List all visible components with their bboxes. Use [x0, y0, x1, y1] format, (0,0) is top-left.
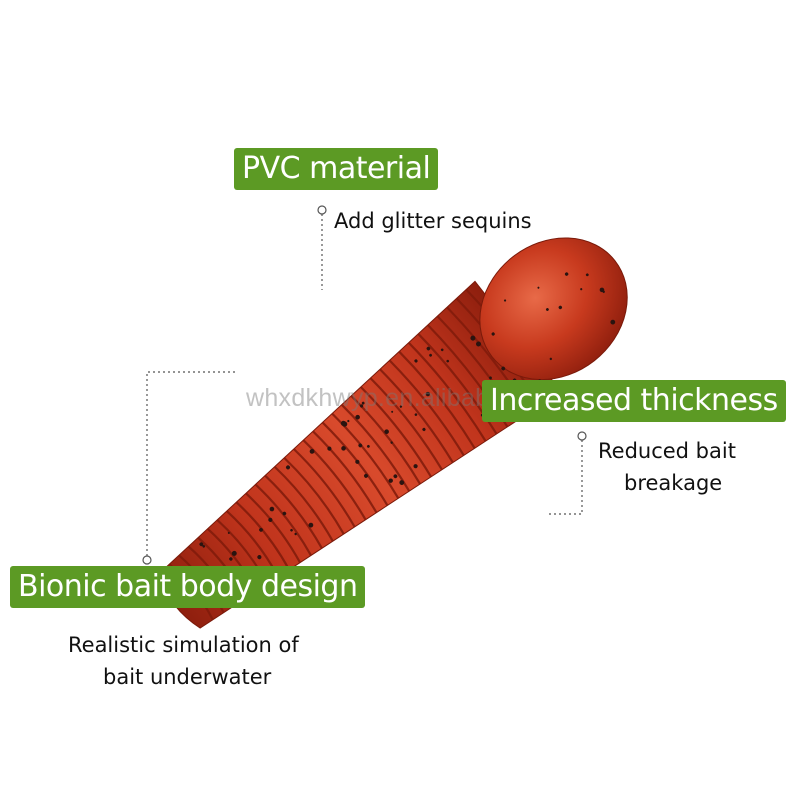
bionic-anchor-dot	[142, 555, 152, 565]
glitter-fleck	[259, 527, 263, 532]
bait-rib	[273, 465, 334, 542]
glitter-fleck	[491, 332, 495, 336]
bait-rib	[407, 341, 487, 442]
glitter-fleck	[227, 531, 230, 534]
thickness-leader	[548, 440, 583, 515]
glitter-fleck	[390, 441, 393, 444]
bait-rib	[417, 333, 498, 435]
glitter-fleck	[364, 473, 369, 478]
bionic-design-desc-line1: Realistic simulation of	[68, 633, 299, 657]
increased-thickness-label: Increased thickness	[482, 380, 786, 422]
glitter-fleck	[425, 391, 431, 397]
bait-ribs	[168, 288, 553, 621]
increased-thickness-desc-line2: breakage	[624, 471, 723, 495]
glitter-fleck	[414, 359, 418, 363]
glitter-fleck	[602, 290, 605, 293]
glitter-fleck	[580, 288, 583, 291]
glitter-fleck	[475, 341, 481, 347]
glitter-fleck	[268, 517, 273, 522]
pvc-material-label: PVC material	[234, 148, 439, 190]
bionic-leader	[146, 371, 235, 556]
glitter-fleck	[446, 359, 450, 363]
bionic-design-label: Bionic bait body design	[10, 566, 366, 608]
glitter-fleck	[399, 480, 405, 485]
glitter-fleck	[309, 449, 315, 454]
glitter-fleck	[429, 353, 432, 357]
glitter-fleck	[358, 443, 363, 448]
glitter-fleck	[413, 464, 418, 469]
glitter-fleck	[347, 419, 350, 423]
bait-rib	[312, 430, 378, 514]
bait-rib	[369, 377, 443, 471]
bait-rib	[350, 395, 422, 485]
bait-rib	[283, 457, 345, 535]
glitter-fleck	[610, 319, 616, 325]
glitter-fleck	[503, 299, 507, 302]
glitter-flecks	[182, 272, 616, 607]
glitter-fleck	[384, 429, 389, 435]
glitter-fleck	[414, 413, 418, 416]
glitter-fleck	[285, 465, 290, 470]
bait-rib	[379, 368, 454, 464]
bait-rib	[388, 359, 465, 456]
glitter-fleck	[327, 446, 332, 451]
bait-rib	[254, 483, 312, 556]
bait-rib	[331, 412, 400, 499]
glitter-fleck	[361, 401, 365, 405]
bait-rib	[360, 386, 432, 478]
bait-rib	[302, 439, 367, 521]
glitter-fleck	[558, 305, 563, 310]
glitter-fleck	[269, 506, 275, 512]
increased-thickness-desc-line1: Reduced bait	[598, 439, 736, 463]
glitter-fleck	[290, 528, 293, 532]
glitter-fleck	[229, 557, 233, 561]
glitter-fleck	[564, 272, 569, 276]
glitter-fleck	[549, 357, 553, 361]
glitter-fleck	[585, 273, 589, 277]
glitter-fleck	[440, 348, 444, 352]
glitter-fleck	[355, 459, 360, 464]
glitter-fleck	[199, 542, 204, 547]
pvc-anchor-dot	[317, 205, 327, 215]
glitter-fleck	[308, 522, 314, 528]
bionic-design-desc-line2: bait underwater	[103, 665, 272, 689]
glitter-fleck	[470, 335, 476, 341]
bait-rib	[398, 350, 476, 449]
glitter-fleck	[294, 532, 297, 536]
glitter-fleck	[422, 427, 426, 432]
bait-rib	[264, 474, 323, 549]
glitter-fleck	[545, 308, 549, 311]
glitter-fleck	[489, 376, 492, 380]
bait-rib	[293, 448, 356, 528]
glitter-fleck	[341, 446, 346, 451]
glitter-fleck	[359, 404, 364, 408]
pvc-material-desc: Add glitter sequins	[334, 209, 532, 233]
glitter-fleck	[340, 420, 347, 427]
glitter-fleck	[537, 286, 540, 289]
glitter-fleck	[366, 444, 370, 448]
glitter-fleck	[388, 478, 393, 483]
bait-rib	[245, 492, 302, 564]
glitter-fleck	[282, 511, 287, 516]
glitter-fleck	[202, 545, 206, 548]
bait-rib	[235, 501, 291, 571]
glitter-fleck	[399, 405, 403, 408]
glitter-fleck	[426, 346, 431, 351]
glitter-fleck	[257, 555, 262, 560]
thickness-anchor-dot	[577, 431, 587, 441]
glitter-fleck	[501, 366, 506, 371]
glitter-fleck	[393, 474, 398, 479]
bait-head	[479, 237, 628, 381]
glitter-fleck	[231, 550, 237, 556]
glitter-fleck	[355, 414, 360, 420]
glitter-fleck	[391, 410, 394, 413]
